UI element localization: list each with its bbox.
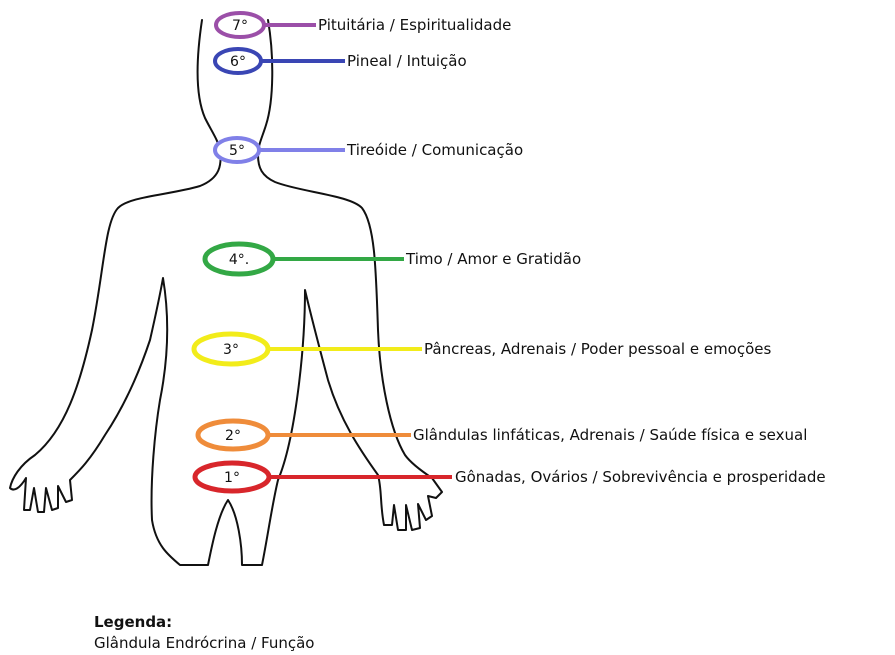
chakra-label: Pineal / Intuição xyxy=(347,52,467,70)
chakra-label: Pâncreas, Adrenais / Poder pessoal e emo… xyxy=(424,340,772,358)
chakra-number: 5° xyxy=(229,143,245,159)
legend-text: Glândula Endrócrina / Função xyxy=(94,633,314,654)
chakra-6: 6° Pineal / Intuição xyxy=(215,49,467,73)
chakra-label: Tireóide / Comunicação xyxy=(346,141,523,159)
chakra-label: Gônadas, Ovários / Sobrevivência e prosp… xyxy=(455,468,826,486)
chakra-number: 4°. xyxy=(229,252,249,268)
chakra-7: 7° Pituitária / Espiritualidade xyxy=(216,13,511,37)
chakra-group: 7° Pituitária / Espiritualidade 6° Pineal /… xyxy=(194,13,826,491)
chakra-label: Timo / Amor e Gratidão xyxy=(405,250,581,268)
chakra-1: 1° Gônadas, Ovários / Sobrevivência e pro… xyxy=(195,463,826,491)
chakra-number: 1° xyxy=(224,470,240,486)
chakra-number: 3° xyxy=(223,342,239,358)
chakra-number: 7° xyxy=(232,18,248,34)
chakra-number: 2° xyxy=(225,428,241,444)
legend-title: Legenda: xyxy=(94,612,314,633)
chakra-3: 3° Pâncreas, Adrenais / Poder pessoal e e… xyxy=(194,334,772,364)
chakra-label: Pituitária / Espiritualidade xyxy=(318,16,511,34)
chakra-number: 6° xyxy=(230,54,246,70)
legend: Legenda: Glândula Endrócrina / Função xyxy=(94,612,314,654)
chakra-4: 4°. Timo / Amor e Gratidão xyxy=(205,244,581,274)
chakra-label: Glândulas linfáticas, Adrenais / Saúde f… xyxy=(413,426,807,444)
